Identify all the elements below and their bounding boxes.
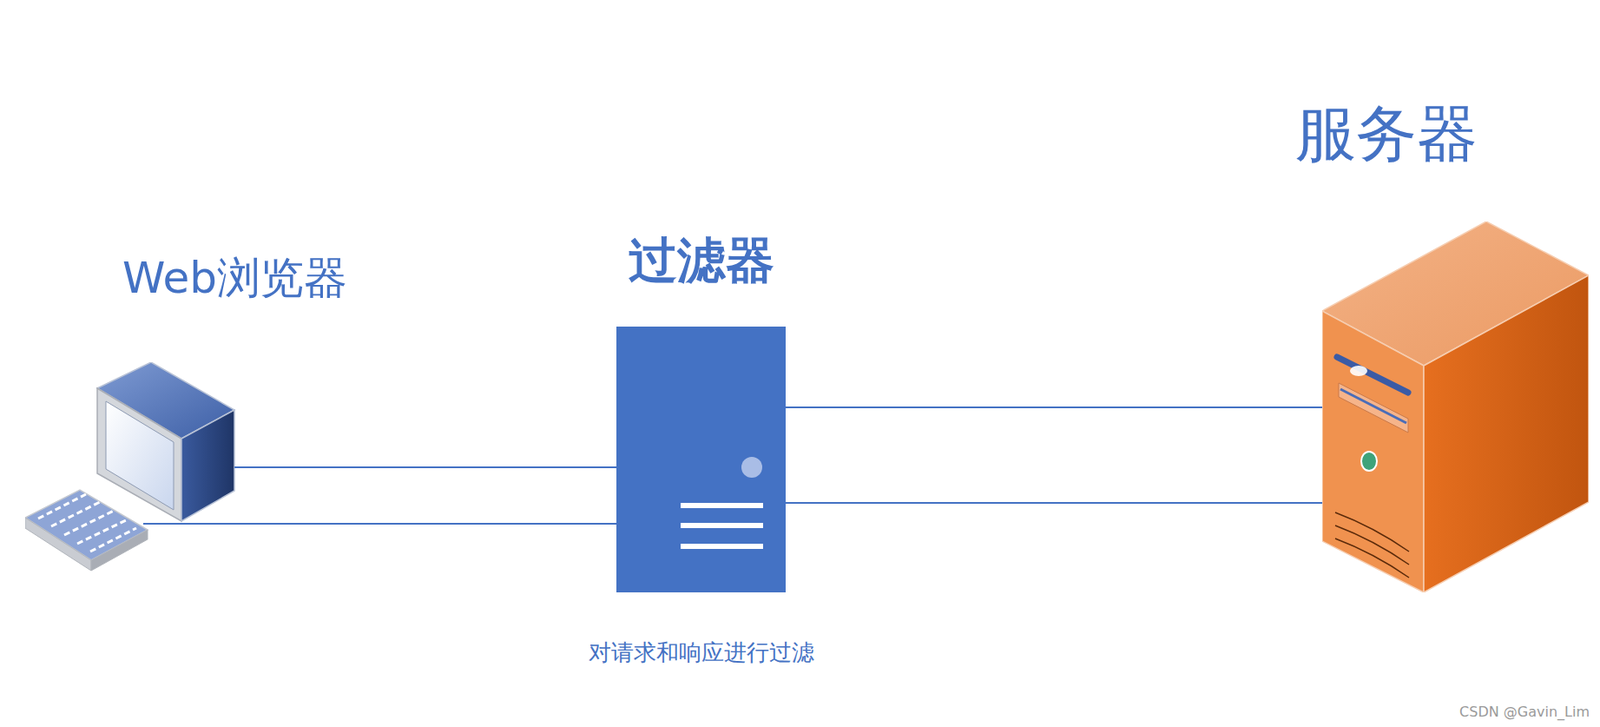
filter-slot (680, 543, 764, 549)
watermark: CSDN @Gavin_Lim (1459, 703, 1590, 720)
keyboard-keys (38, 493, 137, 552)
browser-node: Web浏览器 (17, 251, 365, 578)
server-illustration (1322, 221, 1589, 593)
server-node: 服务器 (1284, 97, 1594, 600)
filter-node: 过滤器对请求和响应进行过滤 (572, 227, 830, 675)
drive-stripe (1340, 388, 1407, 423)
server-side (1423, 275, 1589, 593)
monitor-screen (105, 401, 174, 510)
power-button (1361, 451, 1377, 471)
filter-slot (680, 502, 764, 508)
server-front (1322, 310, 1424, 593)
monitor-bezel (97, 388, 182, 521)
node-heading: Web浏览器 (122, 251, 348, 304)
text-slot: 服务器 (1295, 97, 1478, 171)
filter-light (741, 456, 763, 478)
node-heading: 服务器 (1295, 97, 1478, 171)
monitor-side (181, 409, 235, 521)
drive-highlight (1349, 365, 1368, 376)
text-slot: Web浏览器 (122, 251, 348, 304)
filter-slot (680, 522, 764, 528)
text-slot: 对请求和响应进行过滤 (572, 638, 830, 666)
text-slot: 过滤器 (572, 230, 830, 290)
connector-line (785, 406, 1323, 409)
label-slot: CSDN @Gavin_Lim (1459, 703, 1590, 720)
connector-line (143, 522, 617, 525)
connector-line (785, 501, 1323, 504)
drive-bay (1338, 382, 1409, 433)
connector-line (234, 466, 617, 468)
filter-box (616, 326, 786, 593)
filter-body (616, 326, 786, 593)
node-caption: 对请求和响应进行过滤 (588, 638, 815, 666)
server-vents (1335, 512, 1410, 578)
node-heading: 过滤器 (628, 230, 775, 290)
computer-illustration (25, 362, 238, 575)
